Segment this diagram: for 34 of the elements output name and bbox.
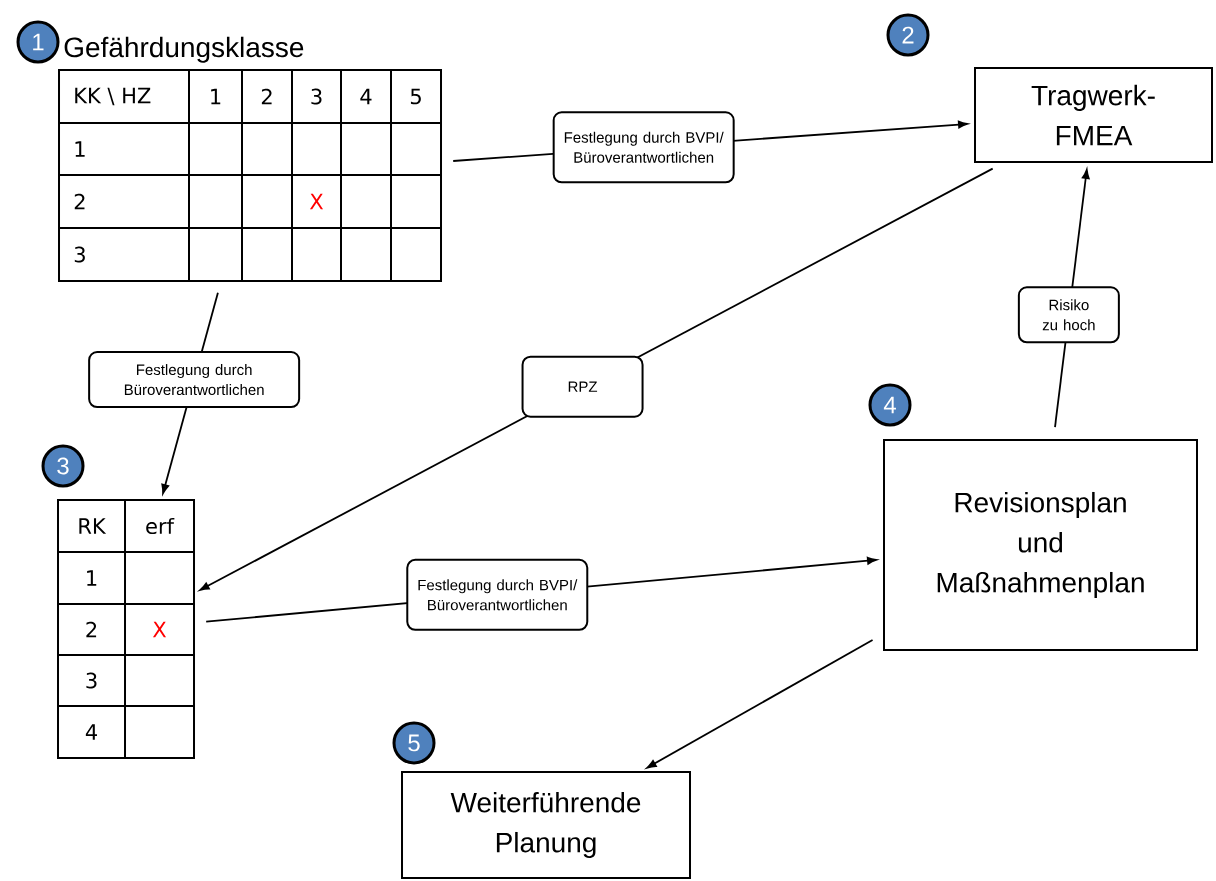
number-badge: 2 (886, 13, 930, 57)
table-cell-text: 3 (74, 246, 85, 263)
table-cell-text: X (309, 193, 324, 210)
table-cell-text: 4 (85, 724, 97, 740)
table-heading: Gefährdungsklasse (64, 36, 304, 63)
table-cell-text: erf (146, 517, 175, 535)
arrow (646, 639, 874, 769)
table-cell-text: RK (79, 518, 107, 534)
edge-label: Festlegung durch BVPI/ Büroverantwortlichen (552, 111, 735, 184)
process-box: Revisionsplan und Maßnahmenplan (883, 439, 1198, 651)
number-badge: 3 (41, 444, 85, 488)
table-cell-text: 2 (261, 88, 272, 105)
process-box: Weiterführende Planung (401, 771, 691, 879)
edge-label: Festlegung durch Büroverantwortlichen (88, 351, 301, 409)
table-cell-text: X (152, 621, 167, 638)
table-cell-text: 5 (410, 88, 421, 105)
table-cell-text: 2 (74, 193, 85, 210)
table-cell-text: 1 (75, 141, 85, 157)
number-badge: 1 (16, 20, 60, 64)
edge-label: RPZ (521, 355, 644, 418)
table (58, 36, 442, 282)
table (57, 499, 195, 759)
table-cell-text: 3 (86, 672, 97, 689)
table-cell-text: 1 (211, 88, 221, 105)
number-badge: 4 (868, 383, 912, 427)
table-cell-text: 2 (86, 621, 97, 638)
process-box: Tragwerk- FMEA (974, 67, 1213, 163)
edge-label: Risiko zu hoch (1017, 286, 1120, 344)
table-cell-text: 3 (311, 88, 322, 105)
table-cell-text: KK \ HZ (75, 87, 151, 106)
edge-label: Festlegung durch BVPI/ Büroverantwortlichen (406, 558, 589, 631)
table-cell-text: 1 (87, 570, 97, 586)
number-badge: 5 (392, 721, 436, 765)
table-cell-text: 4 (360, 88, 372, 105)
